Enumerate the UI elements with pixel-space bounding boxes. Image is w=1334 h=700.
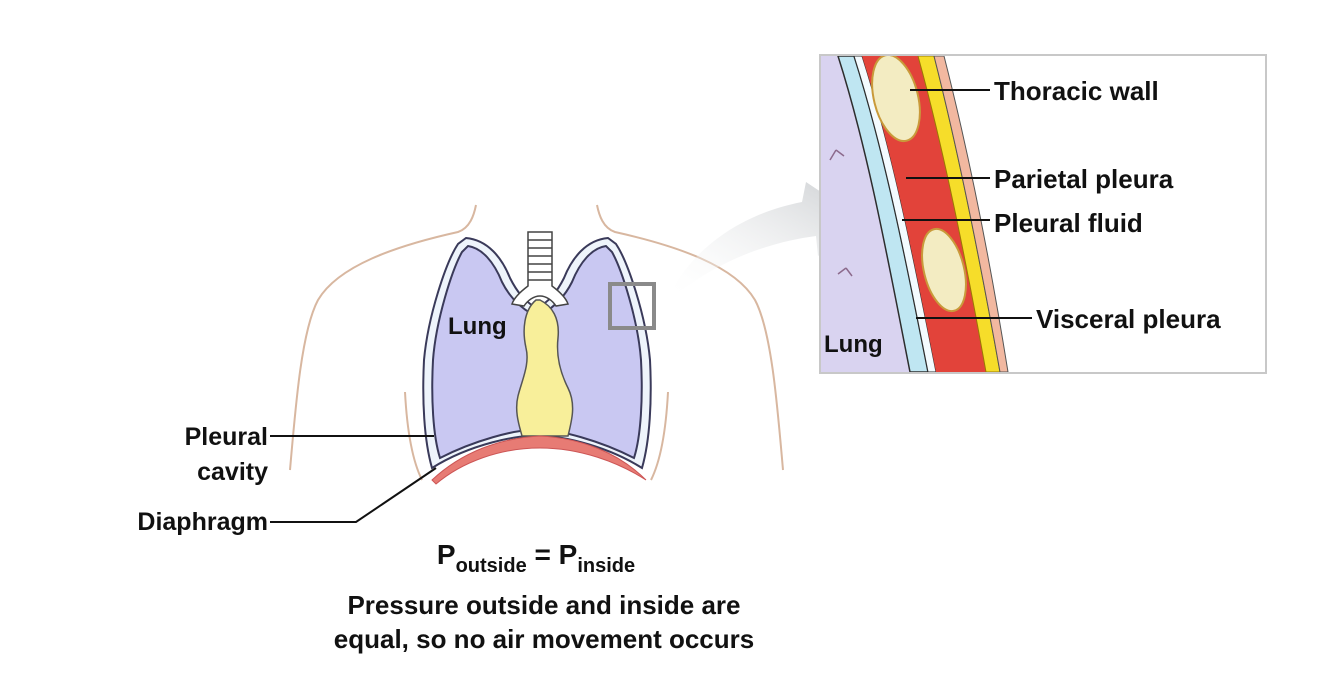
pleural-fluid-label: Pleural fluid	[994, 208, 1143, 238]
caption-line1: Pressure outside and inside are	[347, 590, 740, 620]
thoracic-wall-label: Thoracic wall	[994, 76, 1159, 106]
left-lung	[422, 236, 541, 470]
parietal-pleura-label: Parietal pleura	[994, 164, 1174, 194]
equation-equals: =	[527, 539, 559, 570]
pleural-cavity-label-line2: cavity	[197, 458, 268, 486]
mediastinum	[515, 299, 574, 437]
caption-line2: equal, so no air movement occurs	[334, 624, 754, 654]
diaphragm-label: Diaphragm	[137, 508, 268, 536]
torso-outline	[289, 204, 784, 481]
zoom-arrow	[672, 182, 866, 292]
leader-lines	[270, 89, 1032, 523]
magnifier-box	[608, 282, 656, 330]
equation-p-inside: P	[559, 539, 578, 570]
lung-label-inset: Lung	[824, 331, 883, 358]
pressure-equation: Poutside = Pinside	[437, 539, 635, 577]
inset-panel	[819, 54, 1267, 374]
diaphragm-muscle	[431, 435, 647, 485]
equation-sub-outside: outside	[456, 555, 527, 577]
lung-label-left: Lung	[448, 313, 507, 340]
pleural-cavity-label-line1: Pleural	[185, 423, 268, 451]
visceral-pleura-label: Visceral pleura	[1036, 304, 1221, 334]
trachea	[511, 231, 569, 307]
equation-p-outside: P	[437, 539, 456, 570]
equation-sub-inside: inside	[577, 555, 635, 577]
